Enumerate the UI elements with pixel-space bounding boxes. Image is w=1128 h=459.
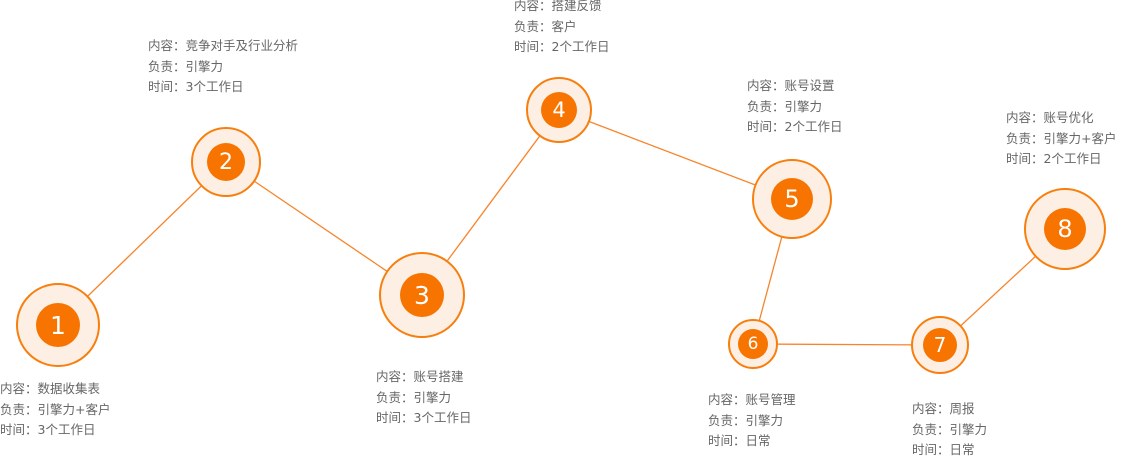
- info-label: 负责：: [912, 421, 950, 437]
- info-time: 时间：3个工作日: [148, 77, 298, 98]
- step-info-7: 内容：周报负责：引擎力时间：日常: [912, 399, 987, 459]
- info-label: 负责：: [708, 412, 746, 428]
- info-value: 2个工作日: [784, 119, 843, 134]
- step-node-6: 6: [728, 319, 778, 369]
- info-label: 负责：: [1006, 130, 1044, 146]
- step-node-7: 7: [911, 316, 969, 374]
- info-value: 2个工作日: [1043, 151, 1102, 166]
- info-label: 时间：: [1006, 151, 1044, 166]
- info-value: 引擎力+客户: [1043, 130, 1117, 146]
- step-number: 5: [771, 178, 813, 220]
- info-value: 引擎力: [784, 98, 823, 114]
- step-number: 4: [541, 92, 577, 128]
- step-node-8: 8: [1024, 188, 1106, 270]
- info-label: 时间：: [747, 119, 785, 134]
- step-info-8: 内容：账号优化负责：引擎力+客户时间：2个工作日: [1006, 108, 1117, 170]
- step-node-2: 2: [191, 127, 261, 197]
- step-info-4: 内容：搭建反馈负责：客户时间：2个工作日: [514, 0, 609, 58]
- step-info-6: 内容：账号管理负责：引擎力时间：日常: [708, 390, 796, 452]
- info-value: 日常: [745, 433, 771, 448]
- info-label: 负责：: [148, 58, 186, 74]
- step-info-3: 内容：账号搭建负责：引擎力时间：3个工作日: [376, 367, 471, 429]
- info-content: 内容：搭建反馈: [514, 0, 609, 17]
- info-time: 时间：3个工作日: [376, 408, 471, 429]
- info-content: 内容：账号管理: [708, 390, 796, 411]
- info-label: 内容：: [747, 78, 785, 93]
- info-value: 引擎力: [185, 58, 224, 74]
- info-label: 时间：: [912, 442, 950, 457]
- info-time: 时间：2个工作日: [514, 37, 609, 58]
- info-value: 3个工作日: [37, 422, 96, 437]
- step-number: 6: [738, 329, 768, 359]
- info-value: 引擎力+客户: [37, 401, 111, 417]
- step-number: 8: [1044, 208, 1086, 250]
- info-owner: 负责：引擎力: [708, 411, 796, 432]
- info-content: 内容：周报: [912, 399, 987, 420]
- info-value: 搭建反馈: [551, 0, 602, 13]
- info-content: 内容：数据收集表: [0, 379, 111, 400]
- info-label: 内容：: [912, 401, 950, 416]
- step-number: 7: [923, 328, 957, 362]
- info-label: 内容：: [514, 0, 552, 13]
- info-owner: 负责：引擎力: [912, 420, 987, 441]
- info-label: 时间：: [376, 410, 414, 425]
- info-value: 引擎力: [745, 412, 784, 428]
- info-label: 内容：: [1006, 110, 1044, 125]
- info-label: 负责：: [0, 401, 38, 417]
- info-value: 账号优化: [1043, 110, 1094, 125]
- info-value: 账号搭建: [413, 369, 464, 384]
- step-number: 1: [36, 303, 80, 347]
- info-owner: 负责：引擎力: [747, 97, 842, 118]
- info-content: 内容：账号优化: [1006, 108, 1117, 129]
- info-owner: 负责：引擎力+客户: [0, 400, 111, 421]
- info-value: 引擎力: [413, 389, 452, 405]
- info-owner: 负责：客户: [514, 17, 609, 38]
- info-value: 数据收集表: [37, 381, 101, 396]
- info-value: 3个工作日: [413, 410, 472, 425]
- info-time: 时间：3个工作日: [0, 420, 111, 441]
- info-label: 内容：: [708, 392, 746, 407]
- info-label: 负责：: [747, 98, 785, 114]
- step-node-3: 3: [379, 252, 465, 338]
- info-label: 时间：: [148, 79, 186, 94]
- info-value: 账号设置: [784, 78, 835, 93]
- info-owner: 负责：引擎力+客户: [1006, 129, 1117, 150]
- step-info-2: 内容：竞争对手及行业分析负责：引擎力时间：3个工作日: [148, 36, 298, 98]
- info-label: 时间：: [0, 422, 38, 437]
- info-label: 时间：: [708, 433, 746, 448]
- info-time: 时间：2个工作日: [747, 117, 842, 138]
- info-content: 内容：账号搭建: [376, 367, 471, 388]
- info-value: 引擎力: [949, 421, 988, 437]
- info-value: 日常: [949, 442, 975, 457]
- info-value: 3个工作日: [185, 79, 244, 94]
- step-number: 2: [207, 143, 245, 181]
- info-label: 负责：: [514, 18, 552, 34]
- connector-6-7: [752, 343, 941, 346]
- step-node-4: 4: [526, 77, 592, 143]
- step-node-5: 5: [752, 159, 832, 239]
- info-value: 竞争对手及行业分析: [185, 38, 299, 53]
- step-info-1: 内容：数据收集表负责：引擎力+客户时间：3个工作日: [0, 379, 111, 441]
- info-label: 内容：: [0, 381, 38, 396]
- info-owner: 负责：引擎力: [376, 388, 471, 409]
- step-node-1: 1: [16, 283, 100, 367]
- info-time: 时间：日常: [912, 440, 987, 459]
- step-number: 3: [400, 273, 444, 317]
- info-value: 客户: [551, 18, 577, 34]
- info-label: 负责：: [376, 389, 414, 405]
- info-content: 内容：账号设置: [747, 76, 842, 97]
- connector-4-5: [558, 109, 793, 200]
- info-time: 时间：2个工作日: [1006, 149, 1117, 170]
- info-value: 2个工作日: [551, 39, 610, 54]
- info-time: 时间：日常: [708, 431, 796, 452]
- info-content: 内容：竞争对手及行业分析: [148, 36, 298, 57]
- info-owner: 负责：引擎力: [148, 57, 298, 78]
- info-value: 账号管理: [745, 392, 796, 407]
- step-info-5: 内容：账号设置负责：引擎力时间：2个工作日: [747, 76, 842, 138]
- info-value: 周报: [949, 401, 975, 416]
- info-label: 时间：: [514, 39, 552, 54]
- info-label: 内容：: [376, 369, 414, 384]
- info-label: 内容：: [148, 38, 186, 53]
